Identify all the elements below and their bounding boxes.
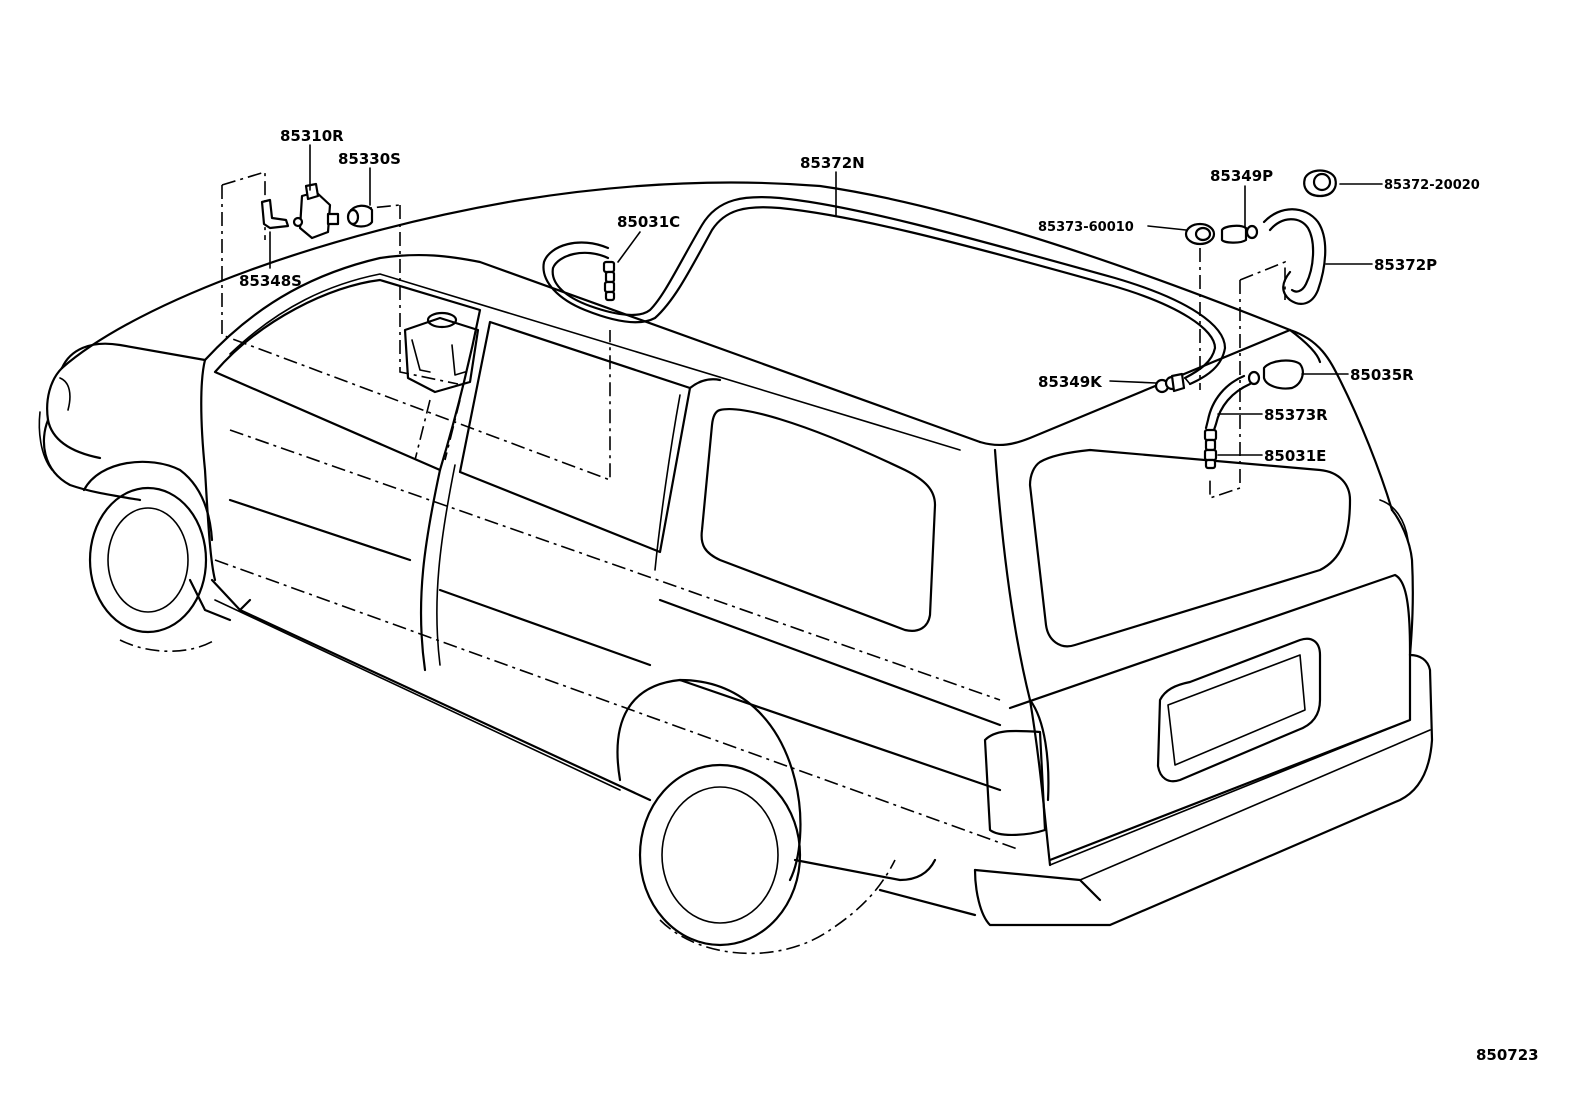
hose-85372N bbox=[542, 195, 1227, 386]
grommet-85330S bbox=[346, 204, 374, 228]
label-85372N: 85372N bbox=[800, 154, 865, 172]
rear-callout-box bbox=[1239, 260, 1286, 300]
tank-callout-box bbox=[399, 205, 459, 385]
label-85031E: 85031E bbox=[1264, 447, 1326, 465]
connector-85031C bbox=[602, 260, 616, 302]
connector-85031E bbox=[1203, 428, 1218, 470]
cap-85372-20020 bbox=[1303, 169, 1337, 198]
label-85349P: 85349P bbox=[1210, 167, 1273, 185]
grommet-85373-60010 bbox=[1184, 222, 1216, 246]
check-valve-85349P bbox=[1220, 224, 1259, 244]
pump-callout-box bbox=[221, 170, 266, 240]
hose-85373R bbox=[1204, 374, 1252, 432]
hose-85372P bbox=[1262, 208, 1327, 305]
leader-lines bbox=[269, 144, 1383, 456]
washer-tank bbox=[403, 311, 480, 394]
washer-pump-85310R bbox=[292, 182, 340, 240]
label-85348S: 85348S bbox=[239, 272, 302, 290]
check-valve-85349K bbox=[1154, 372, 1186, 394]
label-85330S: 85330S bbox=[338, 150, 401, 168]
label-85349K: 85349K bbox=[1038, 373, 1103, 391]
vehicle-outline bbox=[38, 181, 1434, 955]
nozzle-85035R bbox=[1247, 359, 1304, 390]
label-85373-60010: 85373-60010 bbox=[1038, 220, 1134, 235]
label-85031C: 85031C bbox=[617, 213, 680, 231]
hose-85348S bbox=[260, 198, 290, 230]
label-85310R: 85310R bbox=[280, 127, 344, 145]
label-85372-20020: 85372-20020 bbox=[1384, 178, 1480, 193]
rear-callout-box-2 bbox=[1209, 280, 1241, 500]
label-85373R: 85373R bbox=[1264, 406, 1328, 424]
label-85035R: 85035R bbox=[1350, 366, 1414, 384]
label-85372P: 85372P bbox=[1374, 256, 1437, 274]
diagram-id: 850723 bbox=[1476, 1046, 1539, 1064]
pump-leader-box bbox=[221, 185, 611, 482]
